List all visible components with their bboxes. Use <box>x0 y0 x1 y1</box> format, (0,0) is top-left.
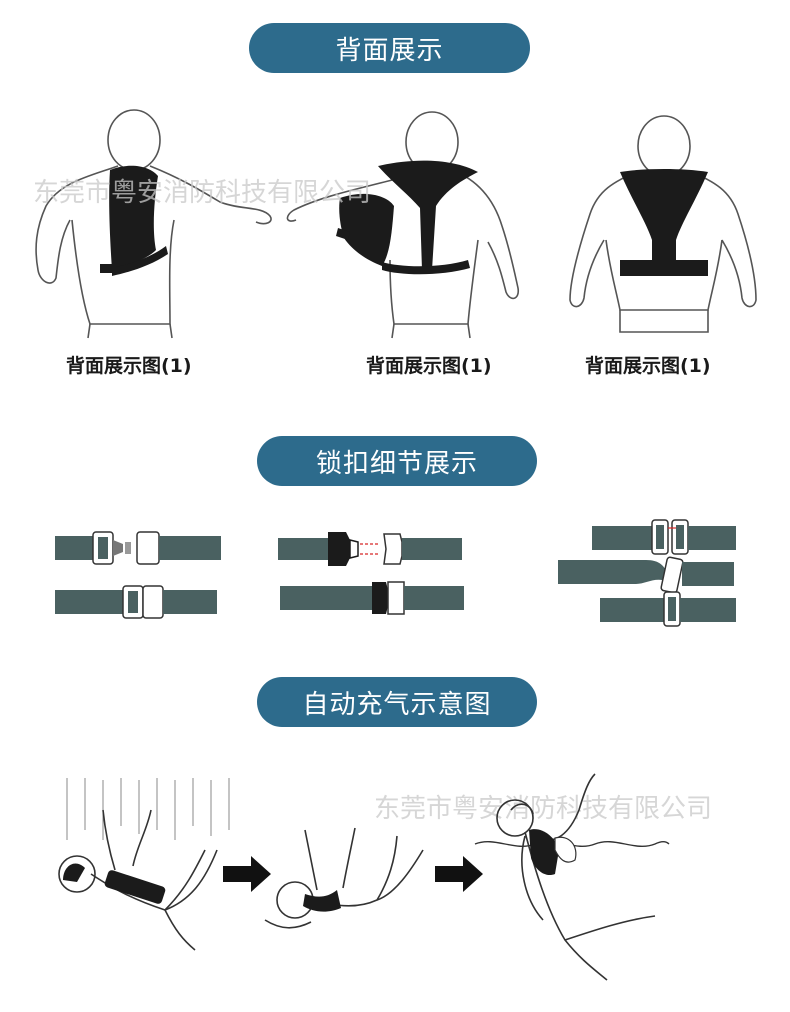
back-figure-1 <box>35 109 272 339</box>
caption-1: 背面展示图(1) <box>66 355 192 377</box>
buckle-diagram-1 <box>55 531 221 619</box>
caption-2: 背面展示图(1) <box>366 355 492 377</box>
watermark-bottom: 东莞市粤安消防科技有限公司 <box>374 794 713 824</box>
buckle-diagram-3 <box>558 519 736 627</box>
back-figure-2 <box>286 111 520 339</box>
caption-3: 背面展示图(1) <box>585 355 711 377</box>
back-figure-3 <box>569 115 757 333</box>
section-title-buckle: 锁扣细节展示 <box>257 436 537 486</box>
section-title-inflate: 自动充气示意图 <box>257 677 537 727</box>
buckle-diagram-2 <box>278 532 464 615</box>
section-title-back: 背面展示 <box>249 23 530 73</box>
inflate-sequence <box>58 773 670 981</box>
watermark-top: 东莞市粤安消防科技有限公司 <box>33 178 372 208</box>
